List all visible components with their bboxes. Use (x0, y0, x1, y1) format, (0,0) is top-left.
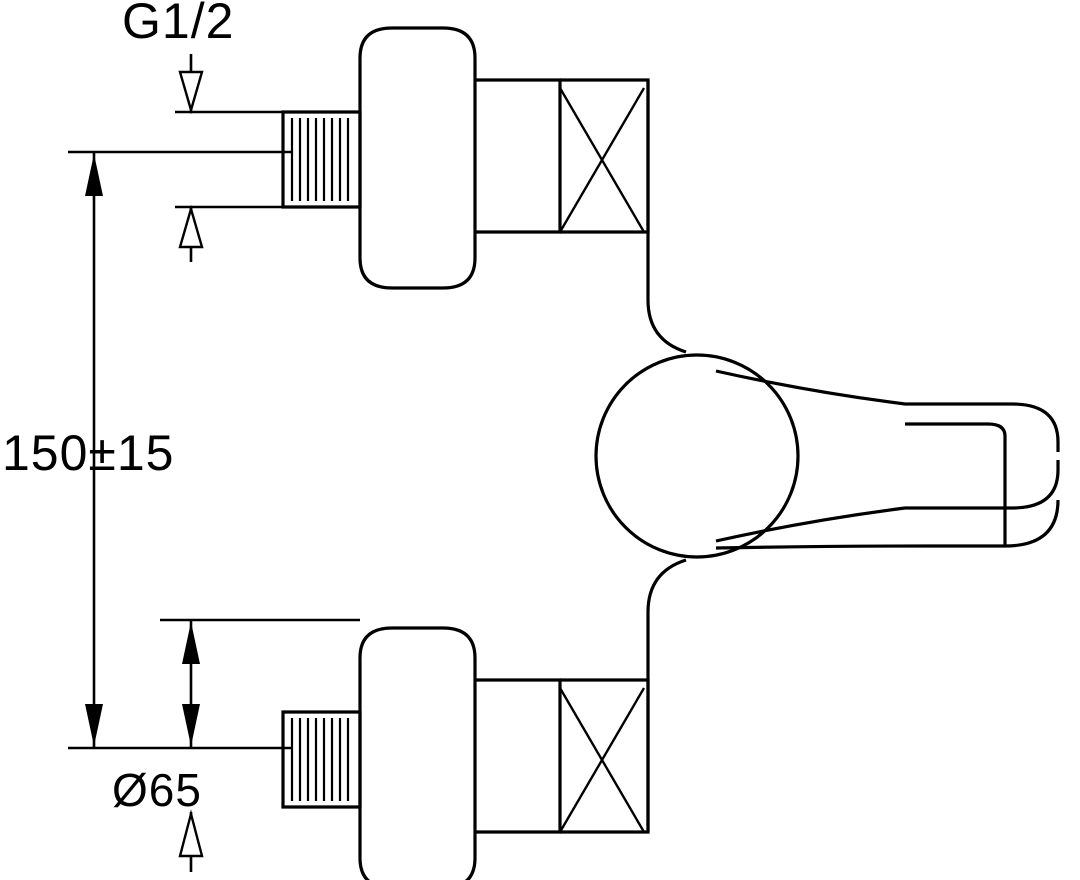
upper-flange (358, 26, 477, 290)
arrow-center-bottom (85, 704, 103, 746)
lower-flange (358, 626, 477, 880)
thread-size-label: G1/2 (122, 0, 234, 49)
lower-threaded-nipple (281, 710, 362, 809)
upper-thread-hatching (290, 118, 350, 201)
arrow-center-top (85, 154, 103, 196)
lower-body-connector (475, 678, 650, 834)
upper-threaded-nipple (281, 110, 362, 209)
arrow-diameter-top (182, 622, 200, 664)
lower-thread-hatching (290, 718, 350, 801)
arrow-diameter-lower (178, 809, 204, 858)
center-distance-label: 150±15 (2, 425, 174, 481)
mixer-body-and-spout (594, 80, 1060, 832)
dimension-thread-g12: G1/2 (122, 0, 310, 262)
arrow-thread-bottom (178, 204, 204, 249)
upper-body-connector (475, 78, 650, 234)
dimension-center-distance: 150±15 (2, 150, 292, 750)
arrow-diameter-bottom (182, 704, 200, 746)
flange-diameter-label: Ø65 (112, 764, 202, 816)
arrow-thread-top (178, 70, 204, 115)
dimension-flange-diameter: Ø65 (112, 618, 360, 872)
